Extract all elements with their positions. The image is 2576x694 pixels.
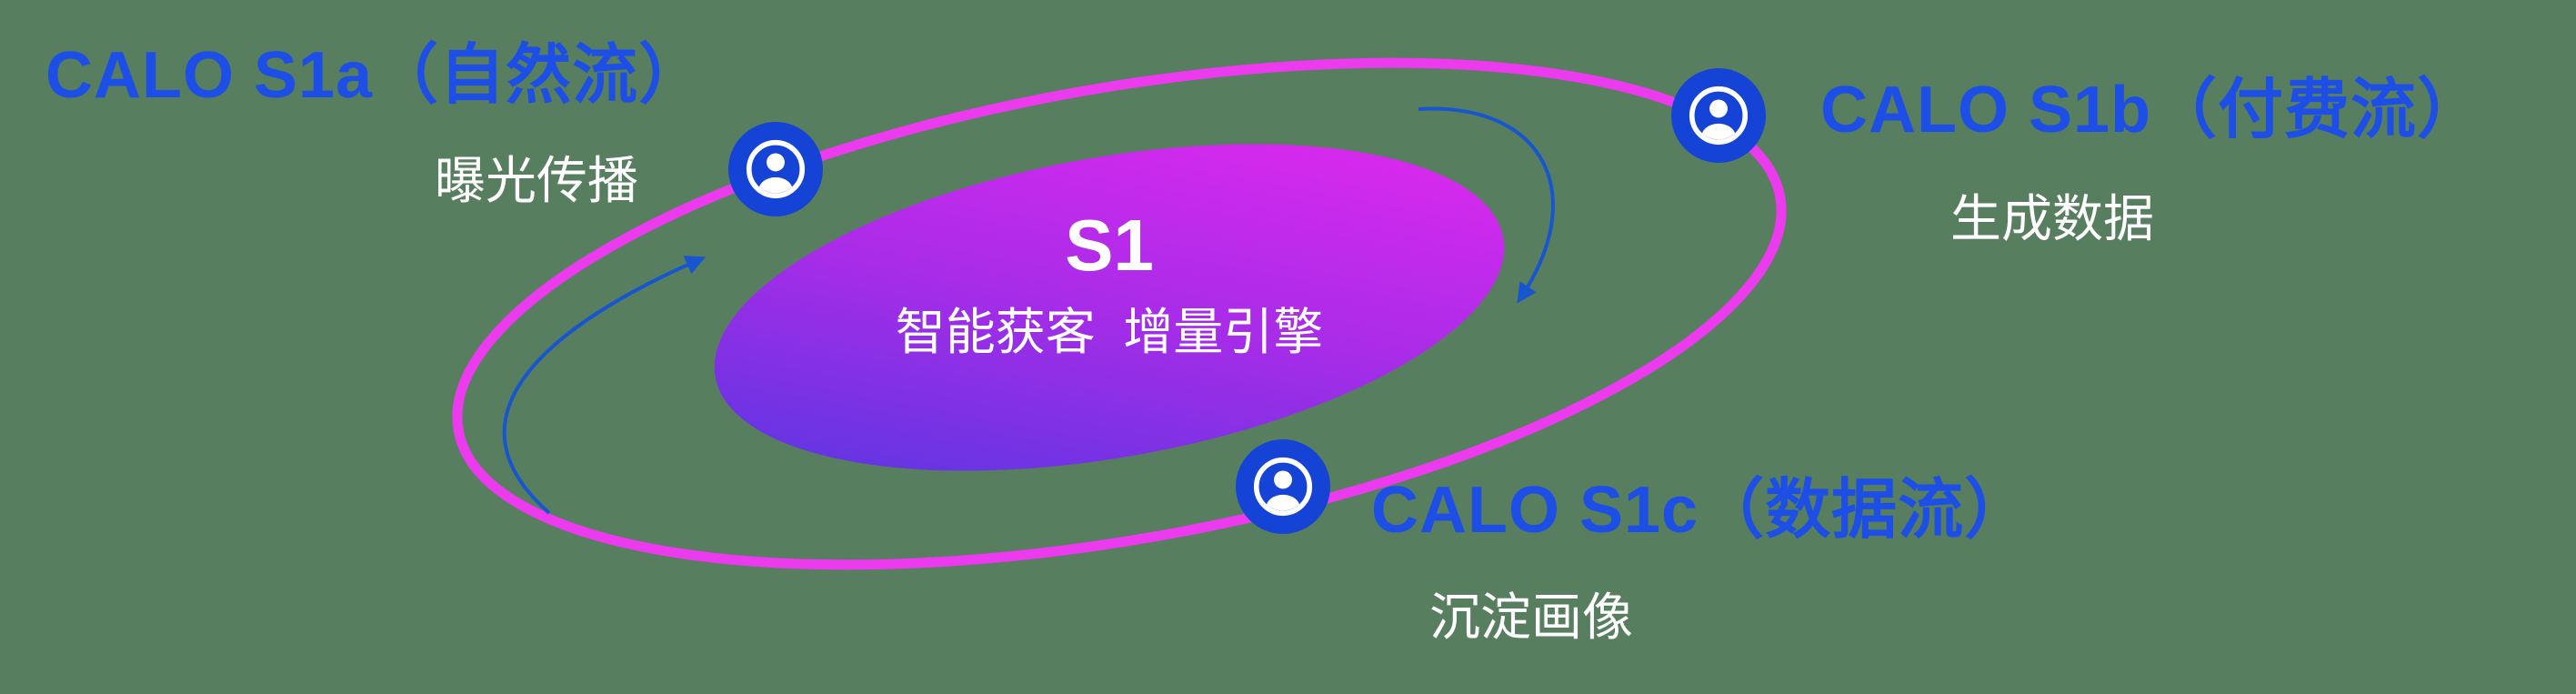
node-s1a-title: CALO S1a（自然流） bbox=[45, 39, 706, 112]
center-ellipse bbox=[714, 144, 1505, 471]
node-s1b-subtitle: 生成数据 bbox=[1950, 190, 2154, 247]
center-subtitle: 智能获客 增量引擎 bbox=[895, 304, 1324, 360]
node-s1c-icon bbox=[1236, 439, 1330, 534]
node-s1b-title: CALO S1b（付费流） bbox=[1820, 74, 2484, 146]
curved-arrow-left-icon bbox=[502, 256, 707, 515]
node-s1c-title: CALO S1c（数据流） bbox=[1371, 474, 2031, 547]
node-s1a-subtitle: 曝光传播 bbox=[435, 152, 638, 209]
node-s1c-subtitle: 沉淀画像 bbox=[1429, 588, 1633, 646]
person-icon bbox=[1236, 439, 1330, 534]
person-icon bbox=[1671, 68, 1766, 163]
curved-arrow-right-icon bbox=[1418, 106, 1555, 304]
center-title: S1 bbox=[1065, 205, 1154, 286]
node-s1b-icon bbox=[1671, 68, 1766, 163]
orbit-ring bbox=[452, 57, 1787, 570]
person-icon bbox=[728, 122, 823, 216]
node-s1a-icon bbox=[728, 122, 823, 216]
